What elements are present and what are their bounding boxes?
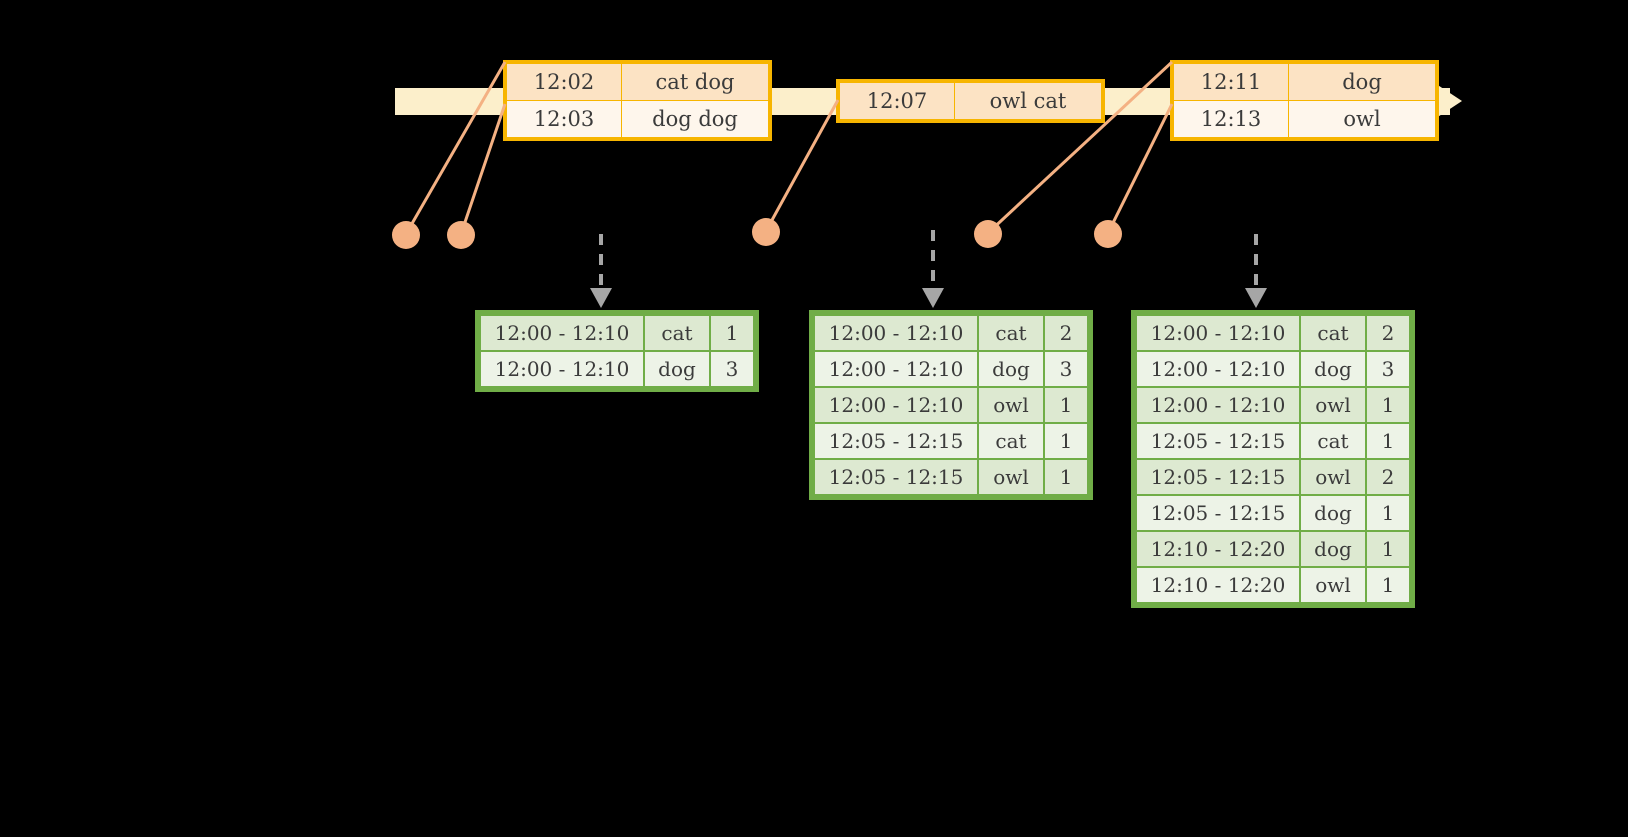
table-row: 12:00 - 12:10 dog 3	[813, 350, 1089, 388]
result-count: 1	[1043, 422, 1089, 460]
result-count: 1	[709, 314, 755, 352]
event-table-1[interactable]: 12:02 cat dog 12:03 dog dog	[503, 60, 772, 141]
result-window: 12:05 - 12:15	[813, 458, 979, 496]
event-row: 12:02 cat dog	[506, 63, 769, 101]
table-row: 12:00 - 12:10 owl 1	[813, 386, 1089, 424]
table-row: 12:00 - 12:10 dog 3	[479, 350, 755, 388]
result-count: 1	[1365, 386, 1411, 424]
result-window: 12:00 - 12:10	[1135, 314, 1301, 352]
arrow-head-2	[922, 288, 944, 308]
result-window: 12:00 - 12:10	[813, 386, 979, 424]
result-window: 12:10 - 12:20	[1135, 566, 1301, 604]
event-words: dog dog	[621, 100, 769, 138]
result-word: dog	[643, 350, 711, 388]
result-window: 12:05 - 12:15	[1135, 422, 1301, 460]
result-word: cat	[1299, 314, 1367, 352]
event-time: 12:03	[506, 100, 622, 138]
event-time: 12:13	[1173, 100, 1289, 138]
result-window: 12:10 - 12:20	[1135, 530, 1301, 568]
result-word: cat	[977, 314, 1045, 352]
table-row: 12:05 - 12:15 owl 1	[813, 458, 1089, 496]
event-row: 12:11 dog	[1173, 63, 1436, 101]
event-dot-3	[752, 218, 780, 246]
table-row: 12:10 - 12:20 owl 1	[1135, 566, 1411, 604]
result-word: cat	[977, 422, 1045, 460]
result-count: 3	[1365, 350, 1411, 388]
event-dot-4	[974, 220, 1002, 248]
result-window: 12:05 - 12:15	[1135, 458, 1301, 496]
result-window: 12:05 - 12:15	[1135, 494, 1301, 532]
result-window: 12:00 - 12:10	[813, 314, 979, 352]
event-row: 12:13 owl	[1173, 100, 1436, 138]
result-table-1[interactable]: 12:00 - 12:10 cat 1 12:00 - 12:10 dog 3	[475, 310, 759, 392]
table-row: 12:05 - 12:15 owl 2	[1135, 458, 1411, 496]
event-dot-2	[447, 221, 475, 249]
result-word: dog	[1299, 494, 1367, 532]
table-row: 12:05 - 12:15 dog 1	[1135, 494, 1411, 532]
result-word: dog	[977, 350, 1045, 388]
result-window: 12:00 - 12:10	[479, 314, 645, 352]
table-row: 12:00 - 12:10 cat 1	[479, 314, 755, 352]
result-count: 1	[1365, 494, 1411, 532]
event-time: 12:07	[839, 82, 955, 120]
table-row: 12:05 - 12:15 cat 1	[1135, 422, 1411, 460]
result-word: owl	[977, 386, 1045, 424]
leader-line-2	[459, 103, 507, 235]
table-row: 12:05 - 12:15 cat 1	[813, 422, 1089, 460]
result-count: 1	[1043, 458, 1089, 496]
arrow-head-3	[1245, 288, 1267, 308]
result-window: 12:00 - 12:10	[1135, 386, 1301, 424]
result-table-2[interactable]: 12:00 - 12:10 cat 2 12:00 - 12:10 dog 3 …	[809, 310, 1093, 500]
table-row: 12:10 - 12:20 dog 1	[1135, 530, 1411, 568]
event-words: owl	[1288, 100, 1436, 138]
leader-line-5	[1106, 103, 1174, 234]
result-count: 2	[1365, 314, 1411, 352]
result-count: 2	[1043, 314, 1089, 352]
table-row: 12:00 - 12:10 owl 1	[1135, 386, 1411, 424]
result-count: 1	[1043, 386, 1089, 424]
event-words: dog	[1288, 63, 1436, 101]
result-word: owl	[1299, 458, 1367, 496]
result-count: 3	[709, 350, 755, 388]
result-word: owl	[1299, 566, 1367, 604]
event-words: cat dog	[621, 63, 769, 101]
result-window: 12:00 - 12:10	[1135, 350, 1301, 388]
result-word: owl	[1299, 386, 1367, 424]
event-time: 12:02	[506, 63, 622, 101]
table-row: 12:00 - 12:10 cat 2	[1135, 314, 1411, 352]
event-row: 12:03 dog dog	[506, 100, 769, 138]
result-window: 12:05 - 12:15	[813, 422, 979, 460]
result-count: 1	[1365, 422, 1411, 460]
result-word: dog	[1299, 530, 1367, 568]
result-word: cat	[643, 314, 711, 352]
event-words: owl cat	[954, 82, 1102, 120]
event-dot-5	[1094, 220, 1122, 248]
result-word: cat	[1299, 422, 1367, 460]
leader-line-3	[764, 99, 840, 232]
event-table-2[interactable]: 12:07 owl cat	[836, 79, 1105, 123]
event-table-3[interactable]: 12:11 dog 12:13 owl	[1170, 60, 1439, 141]
arrow-head-1	[590, 288, 612, 308]
result-count: 1	[1365, 530, 1411, 568]
result-window: 12:00 - 12:10	[813, 350, 979, 388]
event-time: 12:11	[1173, 63, 1289, 101]
result-count: 3	[1043, 350, 1089, 388]
result-window: 12:00 - 12:10	[479, 350, 645, 388]
result-table-3[interactable]: 12:00 - 12:10 cat 2 12:00 - 12:10 dog 3 …	[1131, 310, 1415, 608]
event-dot-1	[392, 221, 420, 249]
event-row: 12:07 owl cat	[839, 82, 1102, 120]
result-count: 2	[1365, 458, 1411, 496]
result-count: 1	[1365, 566, 1411, 604]
table-row: 12:00 - 12:10 cat 2	[813, 314, 1089, 352]
table-row: 12:00 - 12:10 dog 3	[1135, 350, 1411, 388]
result-word: dog	[1299, 350, 1367, 388]
result-word: owl	[977, 458, 1045, 496]
